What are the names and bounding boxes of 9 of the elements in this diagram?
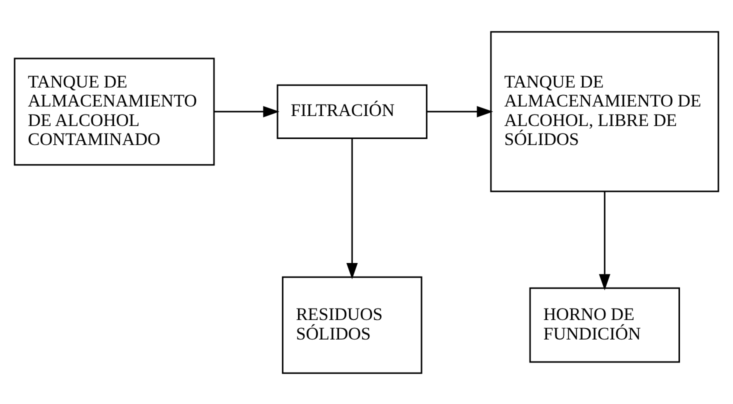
- arrow: [214, 105, 280, 117]
- node-box: TANQUE DE ALMACENAMIENTO DE ALCOHOL, LIBRE DE SÓLIDOS: [490, 30, 720, 192]
- node-box: FILTRACIÓN: [276, 84, 428, 138]
- arrow: [346, 138, 358, 279]
- arrow: [598, 191, 610, 290]
- arrow: [427, 105, 494, 117]
- node-box: HORNO DE FUNDICIÓN: [529, 286, 680, 362]
- node-box: TANQUE DE ALMACENAMIENTO DE ALCOHOL CONTAMINADO: [14, 57, 215, 166]
- node-box: RESIDUOS SÓLIDOS: [282, 276, 422, 374]
